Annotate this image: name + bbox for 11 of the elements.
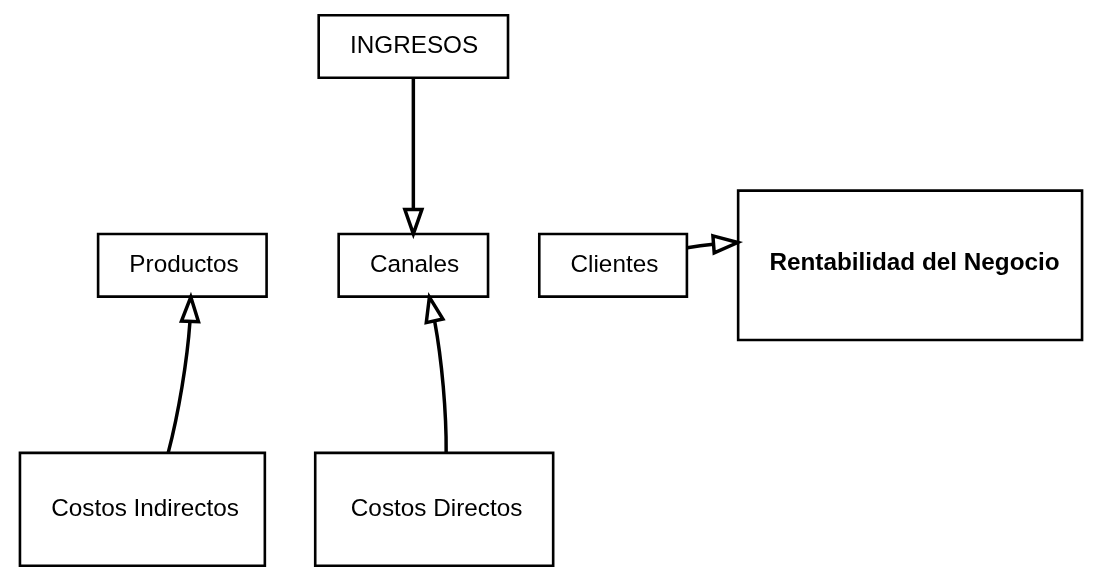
node-box: INGRESOS: [317, 13, 510, 80]
arrow: [166, 291, 201, 453]
node-box: Productos: [96, 232, 268, 298]
node-box: Rentabilidad del Negocio: [736, 189, 1084, 342]
arrow: [687, 233, 744, 256]
node-box: Clientes: [537, 232, 689, 298]
arrow: [424, 291, 448, 453]
node-box: Canales: [337, 232, 490, 298]
arrow: [402, 78, 425, 240]
node-box: Costos Directos: [313, 451, 555, 568]
node-box: Costos Indirectos: [18, 451, 267, 568]
